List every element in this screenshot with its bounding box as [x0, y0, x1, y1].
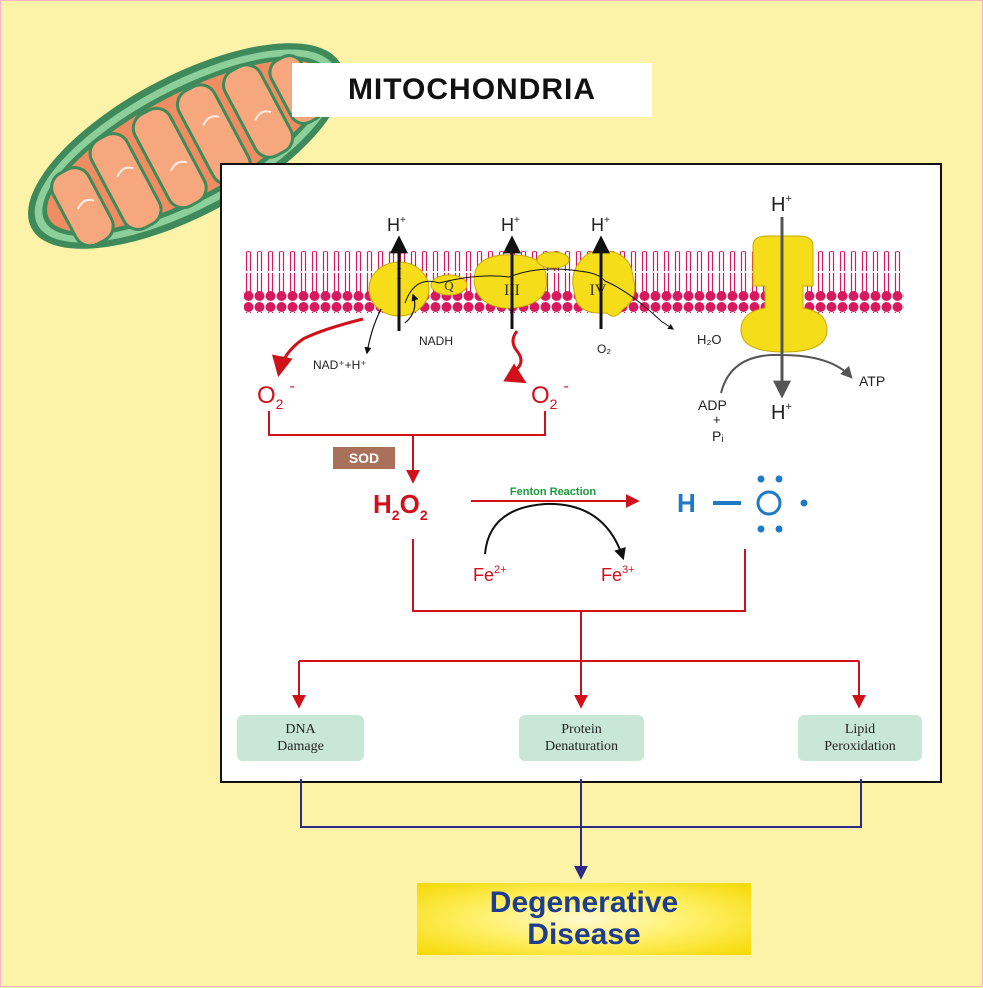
outcome-lipid-peroxidation: Lipid Peroxidation	[798, 715, 922, 761]
superoxide-3: O2-	[531, 378, 569, 412]
plus-label: +	[713, 412, 721, 427]
superoxide-leak-1	[272, 317, 364, 378]
nadh-label: NADH	[419, 334, 453, 348]
atp-label: ATP	[859, 373, 885, 389]
ubiquinone-label: Q	[444, 278, 454, 293]
complex-4-label: IV	[590, 282, 607, 299]
fenton-label: Fenton Reaction	[510, 486, 596, 498]
degenerative-disease: Degenerative Disease	[417, 883, 751, 955]
atp-arrow	[720, 353, 853, 394]
proton-label-synthase-top: H+	[771, 193, 792, 216]
superoxide-leak-3	[503, 330, 527, 384]
nadh-arrow	[364, 308, 382, 355]
proton-label-synthase-bottom: H+	[771, 401, 792, 424]
superoxide-merge-line	[268, 411, 546, 436]
hydrogen-peroxide: H2O2	[373, 489, 428, 523]
title-box: MITOCHONDRIA	[292, 63, 652, 117]
proton-label-4: H+	[591, 215, 610, 235]
proton-label-1: H+	[387, 215, 406, 235]
adp-label: ADP	[698, 397, 727, 413]
outcome-dna-damage: DNA Damage	[237, 715, 364, 761]
mitochondrion-illustration	[28, 43, 344, 249]
proton-label-3: H+	[501, 215, 520, 235]
page-title: MITOCHONDRIA	[347, 73, 597, 106]
water-label: H₂O	[697, 332, 722, 347]
hydroxyl-radical: H	[677, 475, 808, 533]
outcome-protein-denaturation: Protein Denaturation	[519, 715, 644, 761]
ferric-iron: Fe3+	[601, 564, 635, 585]
sod-label: SOD	[333, 447, 395, 469]
atp-synthase	[740, 235, 828, 353]
oxygen-label: O₂	[597, 342, 611, 356]
nad-label: NAD⁺+H⁺	[313, 358, 367, 372]
ros-merge-line	[412, 539, 746, 612]
phosphate-label: Pᵢ	[712, 428, 724, 444]
complex-4: IV	[572, 249, 636, 317]
nadh-input-arrow	[404, 293, 419, 324]
superoxide-1: O2-	[257, 378, 295, 412]
ubiquinone: Q	[430, 274, 468, 296]
ferrous-iron: Fe2+	[473, 564, 507, 585]
electron-path	[404, 268, 674, 330]
hydroxyl-h: H	[677, 488, 696, 518]
iron-oxidation-arrow	[484, 502, 626, 561]
